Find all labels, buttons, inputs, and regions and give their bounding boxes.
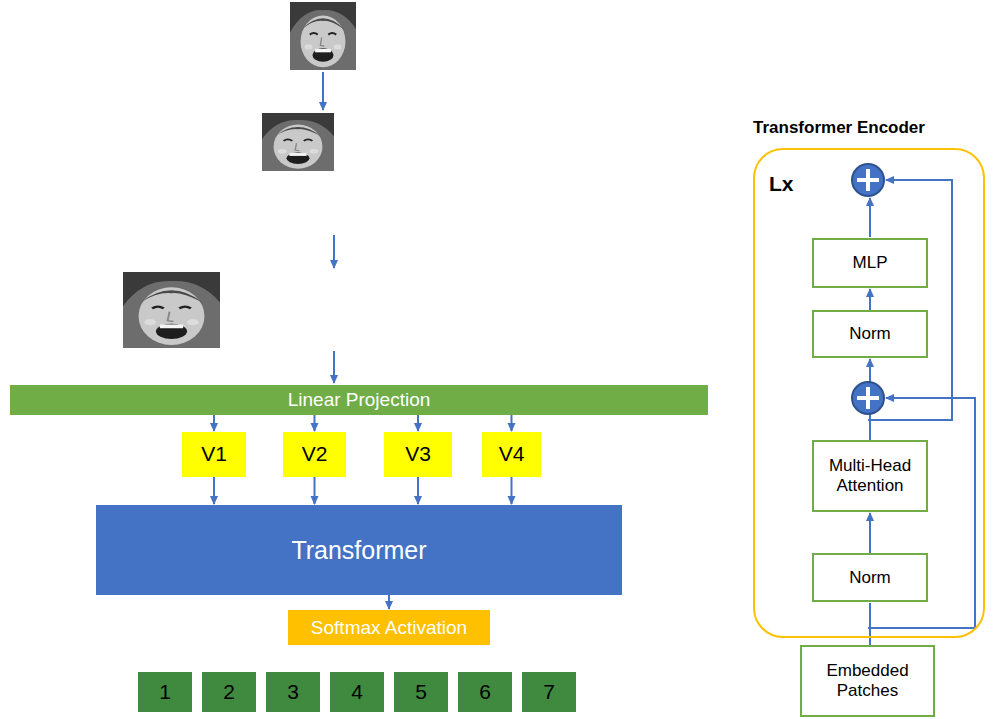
flow-arrow <box>213 477 215 504</box>
flow-arrow <box>417 415 419 431</box>
node-label: 1 <box>159 680 171 704</box>
panel-title: Transformer Encoder <box>753 118 925 138</box>
norm-box: Norm <box>812 310 928 358</box>
flow-arrow <box>314 477 316 504</box>
flow-arrow <box>869 513 871 553</box>
node-label: V1 <box>201 442 227 466</box>
vector-box: V1 <box>182 432 246 477</box>
node-label: V3 <box>405 442 431 466</box>
vector-box: V3 <box>384 432 452 477</box>
flow-arrow <box>314 415 316 431</box>
softmax-box: Softmax Activation <box>288 610 490 645</box>
node-label: Multi-Head Attention <box>820 456 920 495</box>
class-box: 1 <box>138 672 192 712</box>
class-box: 2 <box>202 672 256 712</box>
node-label: Embedded Patches <box>808 661 927 700</box>
input-box: Embedded Patches <box>800 645 935 717</box>
flow-arrow <box>511 415 513 431</box>
flow-arrow <box>388 595 390 609</box>
node-label: 3 <box>287 680 299 704</box>
attention-box: Multi-Head Attention <box>812 440 928 512</box>
node-label: 5 <box>415 680 427 704</box>
class-box: 5 <box>394 672 448 712</box>
flow-arrow <box>511 477 513 504</box>
flow-arrow <box>869 289 871 310</box>
node-label: V4 <box>499 442 525 466</box>
node-label: 4 <box>351 680 363 704</box>
node-label: 6 <box>479 680 491 704</box>
transformer-box: Transformer <box>96 505 622 595</box>
node-label: Softmax Activation <box>311 617 467 639</box>
vector-box: V2 <box>283 432 346 477</box>
node-label: MLP <box>853 253 888 273</box>
node-label: Norm <box>849 324 891 344</box>
node-label: Transformer <box>291 536 426 565</box>
node-label: 2 <box>223 680 235 704</box>
class-box: 4 <box>330 672 384 712</box>
vector-box: V4 <box>482 432 541 477</box>
node-label: V2 <box>302 442 328 466</box>
repeat-label: Lx <box>769 172 794 196</box>
add-symbol <box>852 164 884 196</box>
class-box: 6 <box>458 672 512 712</box>
node-label: Norm <box>849 568 891 588</box>
class-box: 7 <box>522 672 576 712</box>
flow-arrow <box>417 477 419 504</box>
flow-arrow <box>869 603 871 645</box>
node-label: 7 <box>543 680 555 704</box>
norm-box: Norm <box>812 553 928 602</box>
mlp-box: MLP <box>812 238 928 288</box>
encoder-panel: Transformer EncoderLxMLPNormMulti-Head A… <box>753 148 985 638</box>
projection-band: Linear Projection <box>10 385 708 415</box>
add-symbol <box>852 382 884 414</box>
class-box: 3 <box>266 672 320 712</box>
node-label: Linear Projection <box>288 389 431 411</box>
flow-arrow <box>213 415 215 431</box>
